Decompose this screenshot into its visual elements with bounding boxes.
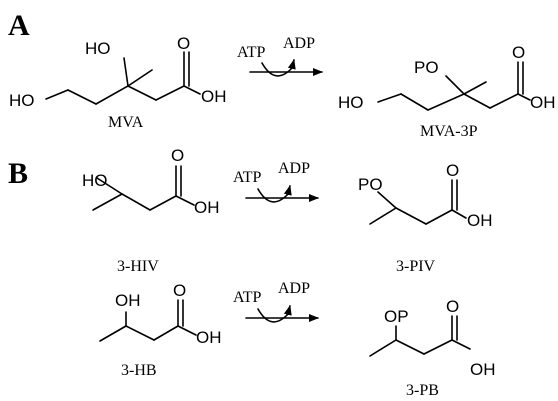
atom-o: O	[173, 281, 186, 300]
atom-oh: OH	[194, 198, 220, 217]
atom-ho: HO	[85, 39, 111, 58]
atp-label: ATP	[233, 289, 262, 306]
reaction-arrow-b1: ATP ADP	[233, 160, 319, 203]
atom-ho: HO	[9, 91, 35, 110]
atom-o: O	[446, 161, 459, 180]
atom-ho: HO	[338, 93, 364, 112]
atom-o: O	[171, 146, 184, 165]
atom-oh: OH	[470, 360, 496, 379]
structure-3piv: PO O OH	[358, 161, 493, 230]
compound-label-3hiv: 3-HIV	[117, 258, 159, 275]
compound-label-mva3p: MVA-3P	[420, 123, 478, 140]
atom-oh: OH	[530, 93, 556, 112]
adp-label: ADP	[278, 160, 310, 177]
atom-o: O	[177, 34, 190, 53]
compound-label-3piv: 3-PIV	[396, 258, 436, 275]
atp-label: ATP	[233, 169, 262, 186]
adp-label: ADP	[278, 280, 310, 297]
compound-label-3pb: 3-PB	[406, 382, 439, 399]
panel-label-b: B	[8, 157, 28, 190]
atom-oh: OH	[467, 211, 493, 230]
reaction-arrow-a: ATP ADP	[237, 35, 323, 77]
atom-oh: OH	[115, 291, 141, 310]
adp-label: ADP	[283, 35, 315, 52]
atom-o: O	[446, 297, 459, 316]
compound-label-3hb: 3-HB	[121, 362, 157, 379]
compound-label-mva: MVA	[108, 114, 144, 131]
structure-mva3p: HO PO O OH	[338, 43, 556, 112]
structure-3hiv: HO O OH	[82, 146, 220, 217]
atom-ho: HO	[82, 171, 108, 190]
atom-po: PO	[358, 175, 383, 194]
atom-oh: OH	[196, 328, 222, 347]
atom-po: PO	[414, 58, 439, 77]
structure-3pb: OP O OH	[369, 297, 496, 379]
atp-label: ATP	[237, 44, 266, 61]
structure-mva: HO HO O OH	[9, 34, 227, 110]
atom-oh: OH	[201, 87, 227, 106]
atom-o: O	[512, 43, 525, 62]
atom-op: OP	[384, 307, 409, 326]
structure-3hb: OH O OH	[99, 281, 222, 347]
reaction-arrow-b2: ATP ADP	[233, 280, 319, 323]
panel-label-a: A	[8, 9, 30, 42]
